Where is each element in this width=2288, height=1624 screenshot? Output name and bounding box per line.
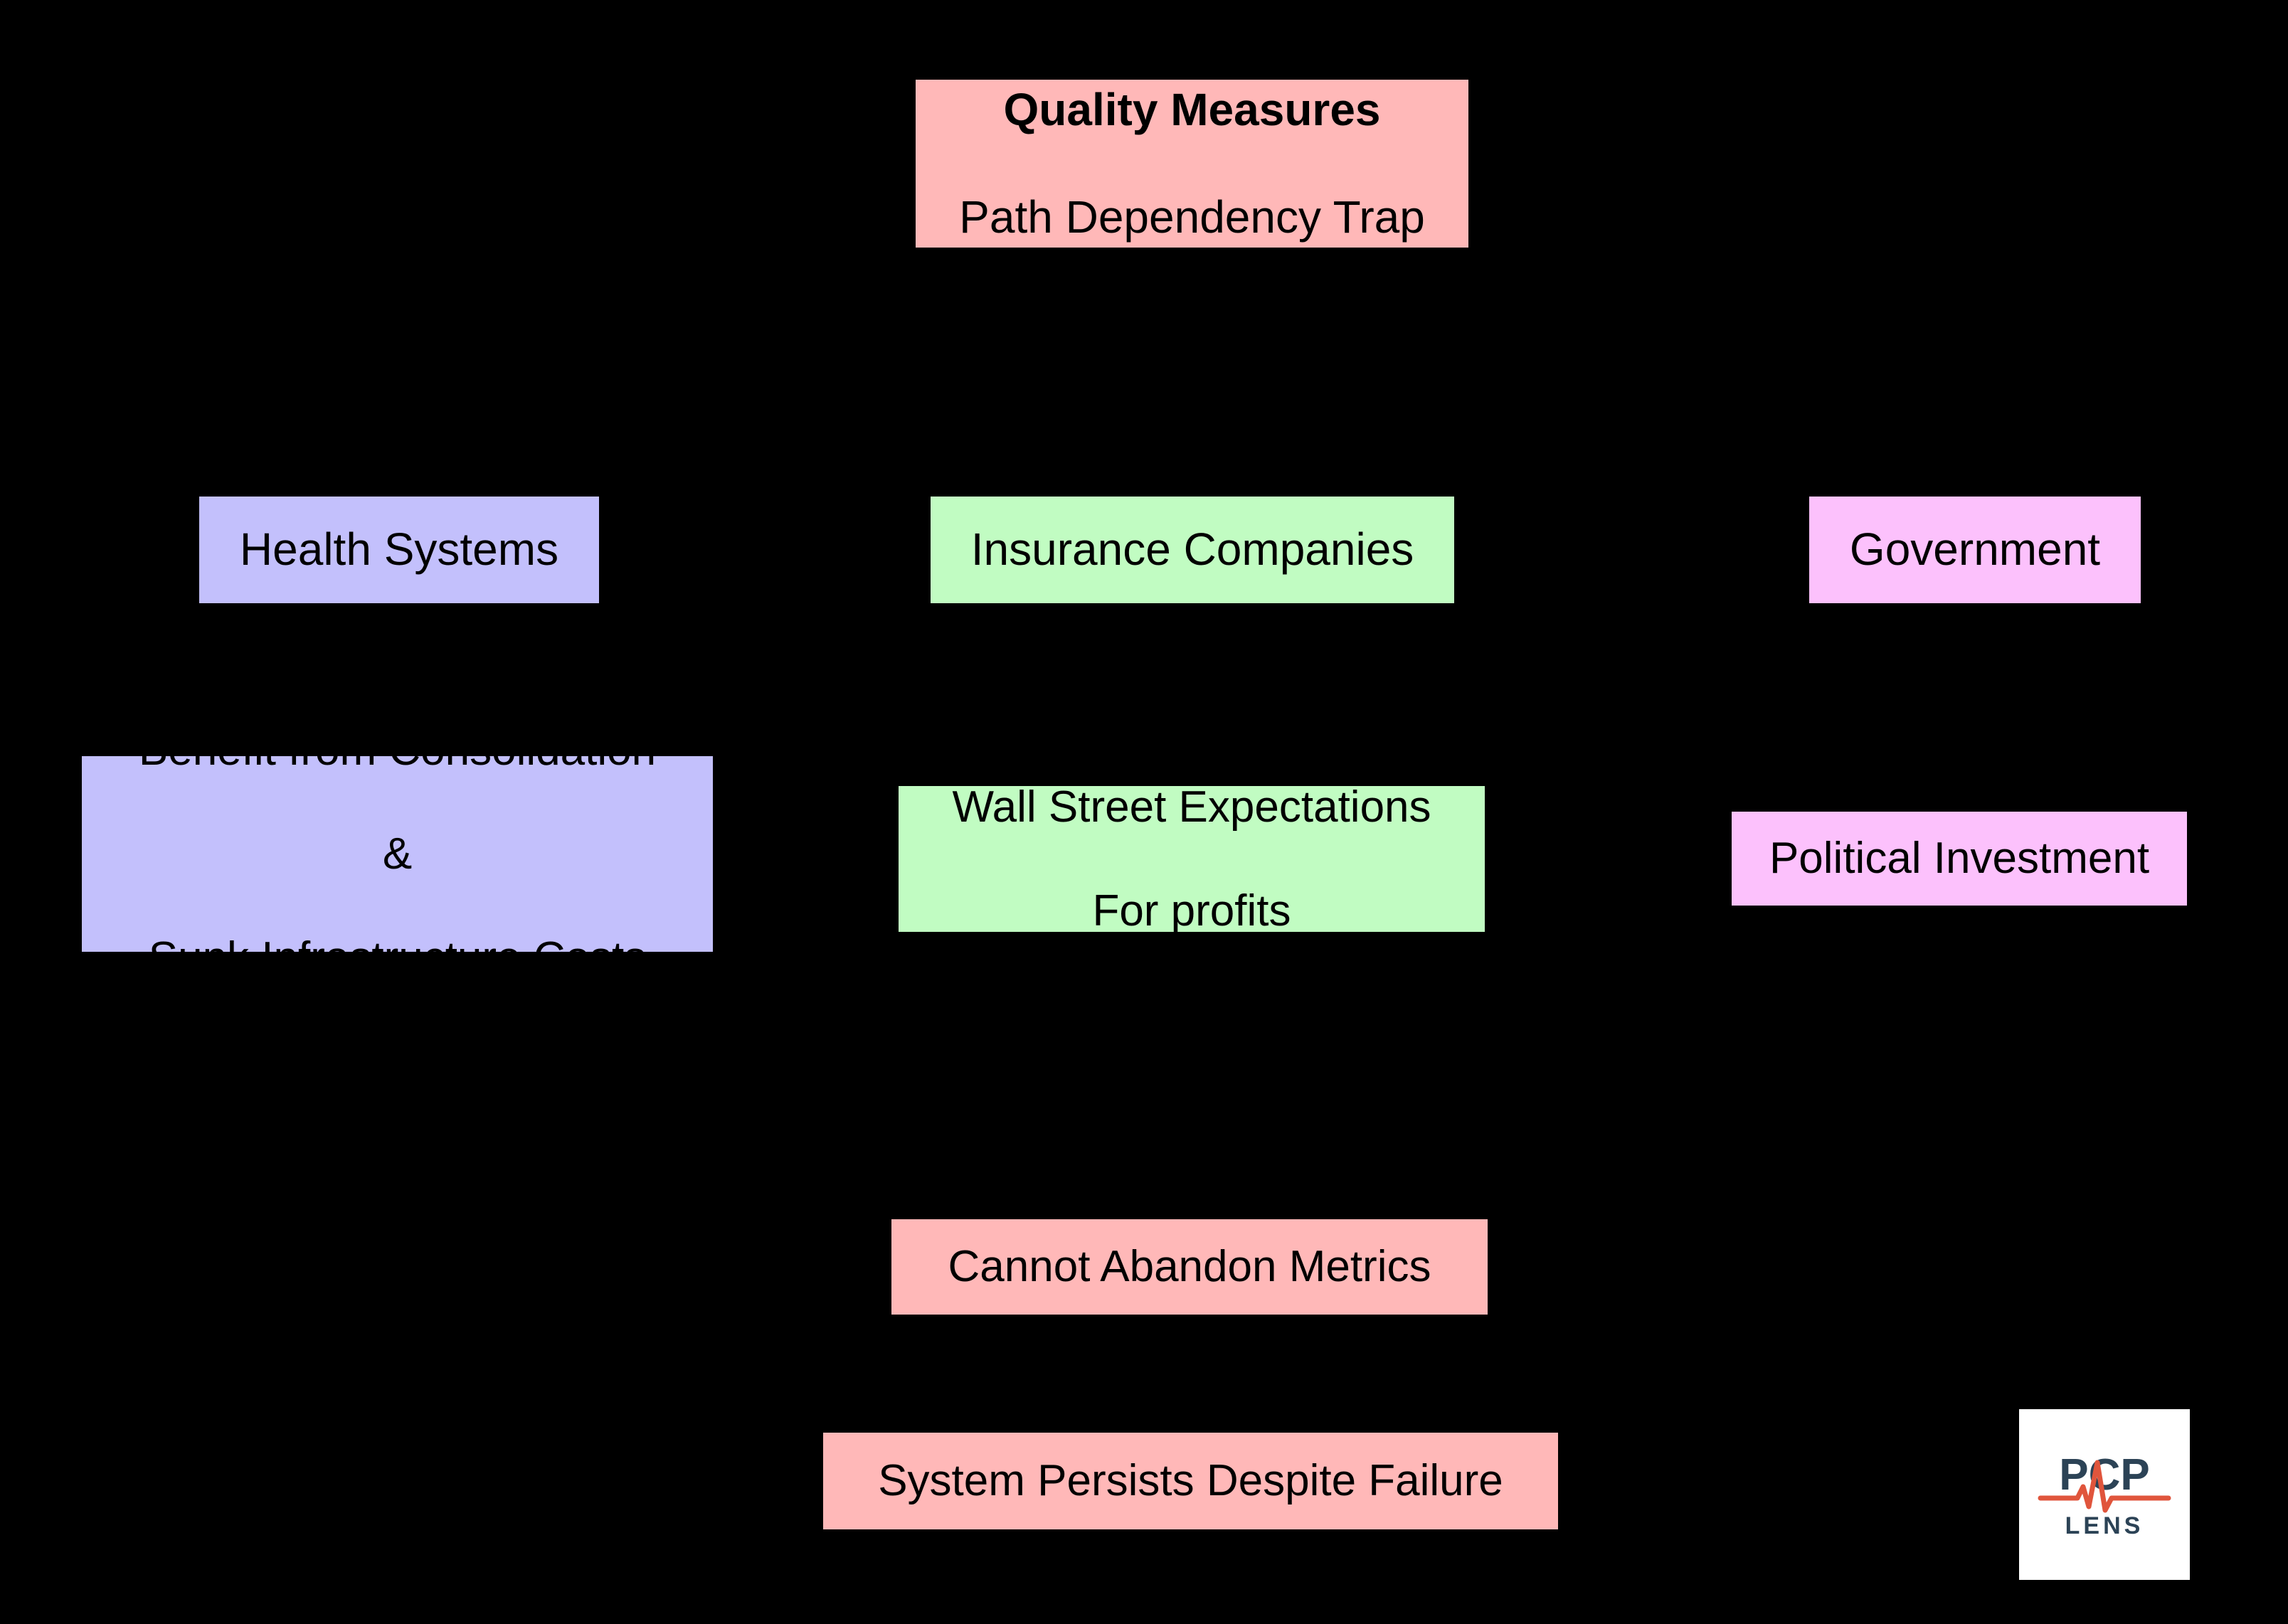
node-government: Government: [1809, 497, 2141, 603]
node-quality-measures-line1: Quality Measures: [1003, 83, 1381, 135]
node-wall-street-expectations-line2: For profits: [1092, 886, 1291, 936]
pcp-logo-secondary-text: LENS: [2065, 1512, 2144, 1539]
node-benefit-from-consolidation-line1: Benefit from Consolidation: [138, 725, 657, 775]
node-benefit-from-consolidation: Benefit from Consolidation & Sunk Infras…: [82, 726, 713, 982]
node-cannot-abandon-metrics-label: Cannot Abandon Metrics: [948, 1242, 1431, 1292]
node-political-investment-label: Political Investment: [1769, 834, 2150, 883]
node-insurance-companies-label: Insurance Companies: [970, 524, 1414, 575]
node-system-persists-despite-failure: System Persists Despite Failure: [823, 1433, 1558, 1529]
node-quality-measures: Quality Measures Path Dependency Trap: [916, 80, 1468, 248]
pcp-lens-logo-icon: PCP LENS: [2038, 1450, 2171, 1539]
heartbeat-ekg-icon: [2038, 1460, 2171, 1513]
node-quality-measures-line2: Path Dependency Trap: [959, 191, 1425, 243]
node-system-persists-despite-failure-label: System Persists Despite Failure: [878, 1456, 1503, 1506]
node-cannot-abandon-metrics: Cannot Abandon Metrics: [891, 1219, 1488, 1315]
node-health-systems-label: Health Systems: [239, 524, 559, 575]
node-insurance-companies: Insurance Companies: [931, 497, 1454, 603]
node-wall-street-expectations: Wall Street Expectations For profits: [899, 782, 1485, 935]
node-benefit-from-consolidation-line2: &: [382, 829, 413, 879]
node-government-label: Government: [1849, 524, 2101, 575]
pcp-lens-logo: PCP LENS: [2019, 1409, 2190, 1580]
node-health-systems: Health Systems: [199, 497, 599, 603]
node-political-investment: Political Investment: [1732, 812, 2187, 906]
node-benefit-from-consolidation-line3: Sunk Infrastructure Costs: [148, 933, 647, 983]
node-wall-street-expectations-line1: Wall Street Expectations: [952, 782, 1431, 832]
